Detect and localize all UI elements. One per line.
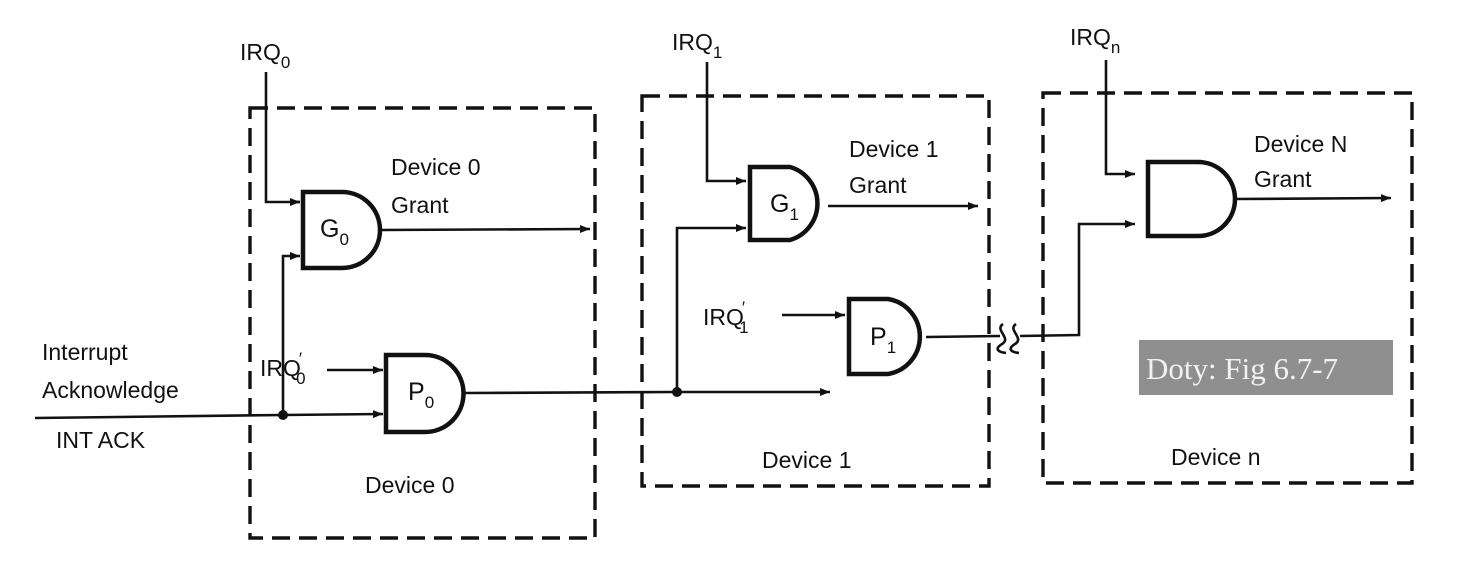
int-ack-name-line1: Interrupt [42,339,128,365]
int-ack-wire [34,410,384,420]
p0-label: P0 [408,378,434,412]
g0-label: G0 [320,215,349,249]
grant-gate-n [1145,159,1238,239]
caption-background [1139,340,1393,395]
device-n-box [1041,91,1414,485]
break-symbol [996,322,1020,355]
device-0-box [248,106,597,540]
device-0-label: Device 0 [365,472,454,498]
p1-label: P1 [870,323,896,357]
device-0-block: Device 0 IRQ0 G0 Device 0 Grant IRQ′0 P0 [240,39,597,540]
irq-n-label: IRQn [1070,24,1120,57]
p0-to-device-1-wire [463,388,830,396]
device-n-grant-label-line1: Device N [1254,131,1347,157]
device-n-chain-wire [1019,220,1135,338]
int-ack-abbrev: INT ACK [56,427,146,453]
device-n-grant-label-line2: Grant [1254,166,1312,192]
device-0-grant-label-line2: Grant [391,192,449,218]
irq-0-wire [264,72,300,204]
irq-prime-0-label: IRQ′0 [260,349,306,388]
p1-out-wire [925,334,1001,339]
device-n-grant-wire [1235,194,1392,203]
device-1-block: Device 1 IRQ1 G1 Device 1 Grant IRQ′1 P1 [640,29,991,488]
irq-1-wire [705,62,746,185]
device-1-label: Device 1 [762,447,851,473]
chain-branch-g1 [675,224,746,392]
int-ack-input: Interrupt Acknowledge INT ACK [34,339,384,453]
caption-text: Doty: Fig 6.7-7 [1146,351,1338,386]
figure-caption: Doty: Fig 6.7-7 [1139,340,1393,395]
grant-gate-g0 [300,189,383,271]
priority-gate-p1 [846,296,923,377]
irq-prime-1-label: IRQ′1 [703,298,749,337]
int-ack-branch-g0 [281,252,300,415]
device-1-grant-label-line2: Grant [849,172,907,198]
priority-gate-p0 [383,352,466,435]
g1-label: G1 [770,190,799,224]
grant-gate-g1 [747,164,820,243]
irq-1-label: IRQ1 [672,29,722,62]
device-1-grant-label-line1: Device 1 [849,136,938,162]
device-1-box [640,94,991,488]
irq-0-label: IRQ0 [240,39,290,72]
device-n-label: Device n [1171,444,1260,470]
device-0-grant-wire [379,225,591,234]
device-0-grant-label-line1: Device 0 [391,154,480,180]
device-n-block: Device n IRQn Device N Grant [1041,24,1414,485]
int-ack-junction-dot [278,410,288,420]
int-ack-name-line2: Acknowledge [42,377,179,403]
irq-n-wire [1104,60,1135,178]
